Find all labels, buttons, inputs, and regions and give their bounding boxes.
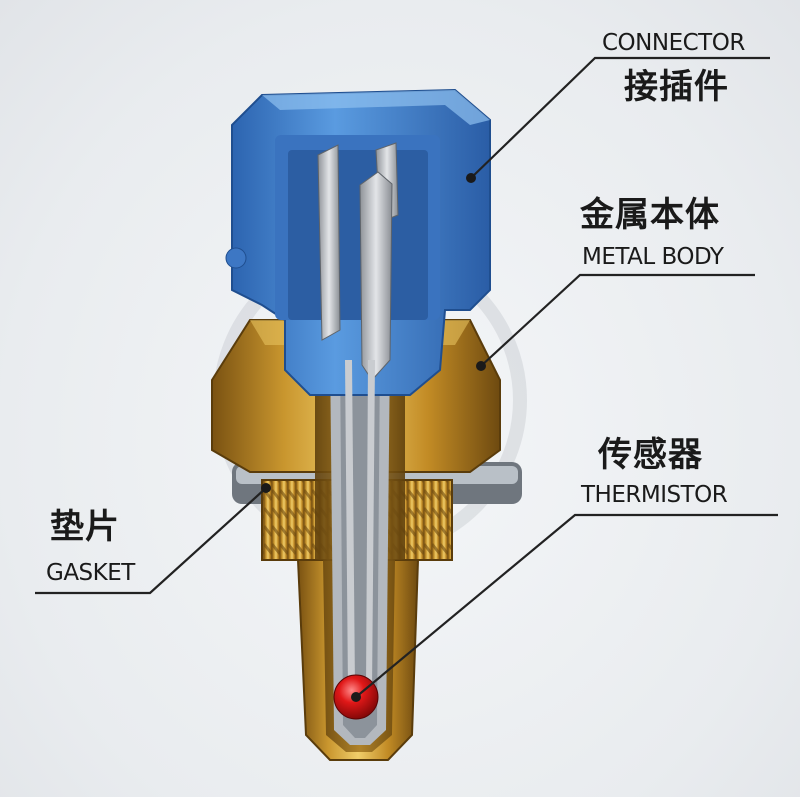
leader-lines xyxy=(35,56,778,698)
thermistor-leader-line xyxy=(355,513,778,698)
metal-body-leader-dot xyxy=(476,361,486,371)
leader-dots xyxy=(261,173,486,702)
connector-housing xyxy=(225,88,491,396)
metal-body-label-en: METAL BODY xyxy=(582,244,724,270)
thermistor-label-zh: 传感器 xyxy=(598,435,703,475)
gasket-label-en: GASKET xyxy=(46,560,135,586)
gasket-leader-dot xyxy=(261,483,271,493)
connector-label-zh: 接插件 xyxy=(624,67,729,107)
thermistor-leader-dot xyxy=(351,692,361,702)
gasket-leader-line xyxy=(35,487,267,595)
thermistor-label-en: THERMISTOR xyxy=(581,482,728,508)
metal-body-leader-line xyxy=(480,273,755,367)
metal-body-label-zh: 金属本体 xyxy=(580,195,720,235)
terminal-pins xyxy=(317,142,399,690)
connector-label-en: CONNECTOR xyxy=(602,30,745,56)
gasket-label-zh: 垫片 xyxy=(50,507,120,547)
connector-leader-line xyxy=(470,56,770,179)
connector-leader-dot xyxy=(466,173,476,183)
